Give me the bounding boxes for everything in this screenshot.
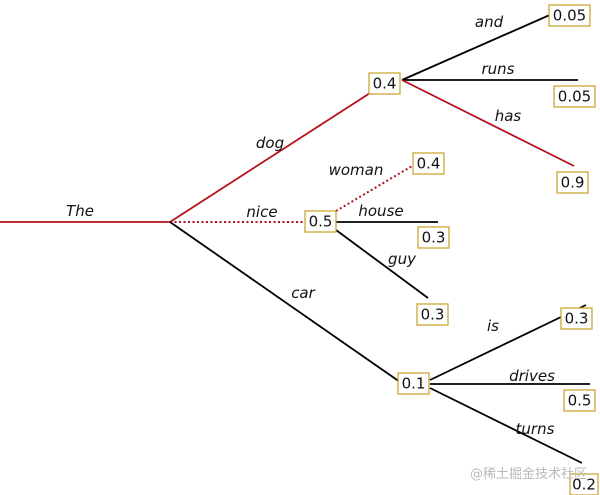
probability-value: 0.05 [553,7,586,25]
edge-dog [169,83,385,223]
probability-value: 0.9 [561,174,585,192]
edge-car [169,221,401,383]
probability-value: 0.5 [568,392,592,410]
probability-box-border [304,210,337,233]
probability-box-border [416,303,449,326]
edge-has [401,79,575,167]
edge-label-has: has [495,107,522,125]
probability-value: 0.3 [421,306,445,324]
probability-box-border [417,226,450,249]
edge-label-house: house [358,202,403,220]
probability-box-border [560,307,593,330]
probability-value: 0.3 [422,229,446,247]
edges-layer [0,13,590,464]
edge-label-woman: woman [329,161,384,179]
probability-box-guy: 0.3 [416,303,449,326]
edge-label-is: is [487,317,499,335]
probability-box-border [563,389,596,412]
edge-label-drives: drives [509,367,555,385]
probability-box-border [556,171,589,194]
probability-box-dog: 0.4 [368,72,401,95]
edge-and [401,13,553,81]
probability-box-border [412,152,445,175]
edge-label-car: car [291,284,315,302]
probability-box-has: 0.9 [556,171,589,194]
probability-box-is: 0.3 [560,307,593,330]
probability-box-border [553,85,596,108]
probability-value: 0.4 [373,75,397,93]
probability-box-drives: 0.5 [563,389,596,412]
probability-box-car: 0.1 [397,372,430,395]
probability-box-woman: 0.4 [412,152,445,175]
edge-label-turns: turns [516,420,555,438]
probability-box-house: 0.3 [417,226,450,249]
probability-box-border [397,372,430,395]
probability-box-border [548,4,591,27]
probability-box-nice: 0.5 [304,210,337,233]
boxes-layer: 0.4 0.5 0.1 0.05 0.05 0.9 0.4 0.3 0.3 0.3 0.5 0.2 [304,4,599,495]
edge-is [429,304,587,381]
edge-label-nice: nice [246,203,277,221]
probability-value: 0.5 [309,213,333,231]
probability-value: 0.3 [565,310,589,328]
watermark-text: @稀土掘金技术社区 [470,466,587,482]
edge-label-the: The [66,202,94,220]
probability-box-turns: 0.2 [569,473,599,495]
edge-label-dog: dog [256,134,284,152]
edge-guy [335,229,429,299]
probability-value: 0.2 [572,476,596,494]
probability-box-border [569,473,599,495]
edge-turns [429,387,583,464]
labels-layer: The dog nice car and runs has woman house guy is dr… [66,13,555,438]
edge-label-guy: guy [388,250,417,268]
probability-box-border [368,72,401,95]
probability-box-runs: 0.05 [553,85,596,108]
probability-value: 0.4 [417,155,441,173]
probability-value: 0.05 [558,88,591,106]
probability-box-and: 0.05 [548,4,591,27]
edge-label-runs: runs [482,60,515,78]
edge-label-and: and [475,13,504,31]
probability-value: 0.1 [402,375,426,393]
